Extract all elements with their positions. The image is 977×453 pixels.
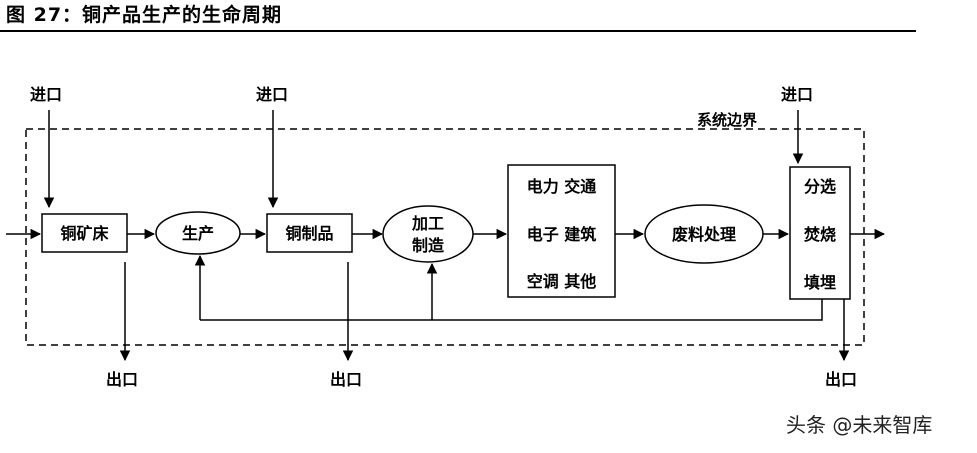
import-label-right: 进口 <box>781 85 813 104</box>
end-use-row-1: 电力 交通 <box>527 177 597 196</box>
export-label-right: 出口 <box>825 370 857 389</box>
import-label-mid: 进口 <box>256 85 288 104</box>
export-label-mid: 出口 <box>330 370 362 389</box>
import-label-left: 进口 <box>30 85 62 104</box>
processing-label-line2: 制造 <box>412 236 445 255</box>
watermark: 头条 @未来智库 <box>786 413 932 437</box>
processing-label-line1: 加工 <box>411 214 444 233</box>
system-boundary-label: 系统边界 <box>697 111 757 129</box>
disposal-box <box>789 166 851 300</box>
title-underline <box>0 30 916 32</box>
production-node <box>155 211 241 255</box>
disposal-row-3: 填埋 <box>804 273 836 292</box>
products-box <box>266 213 353 253</box>
end-use-row-3: 空调 其他 <box>527 272 597 291</box>
products-label: 铜制品 <box>285 224 333 243</box>
disposal-row-1: 分选 <box>804 177 836 196</box>
export-label-left: 出口 <box>106 370 138 389</box>
end-use-row-2: 电子 建筑 <box>527 225 597 244</box>
mine-label: 铜矿床 <box>60 224 109 243</box>
disposal-row-2: 焚烧 <box>804 225 836 244</box>
recycle-loop-line <box>200 299 823 321</box>
mine-box <box>41 213 128 253</box>
figure-title: 图 27：铜产品生产的生命周期 <box>6 4 283 26</box>
end-use-box <box>507 164 616 298</box>
waste-label: 废料处理 <box>672 225 736 244</box>
production-label: 生产 <box>182 224 214 243</box>
